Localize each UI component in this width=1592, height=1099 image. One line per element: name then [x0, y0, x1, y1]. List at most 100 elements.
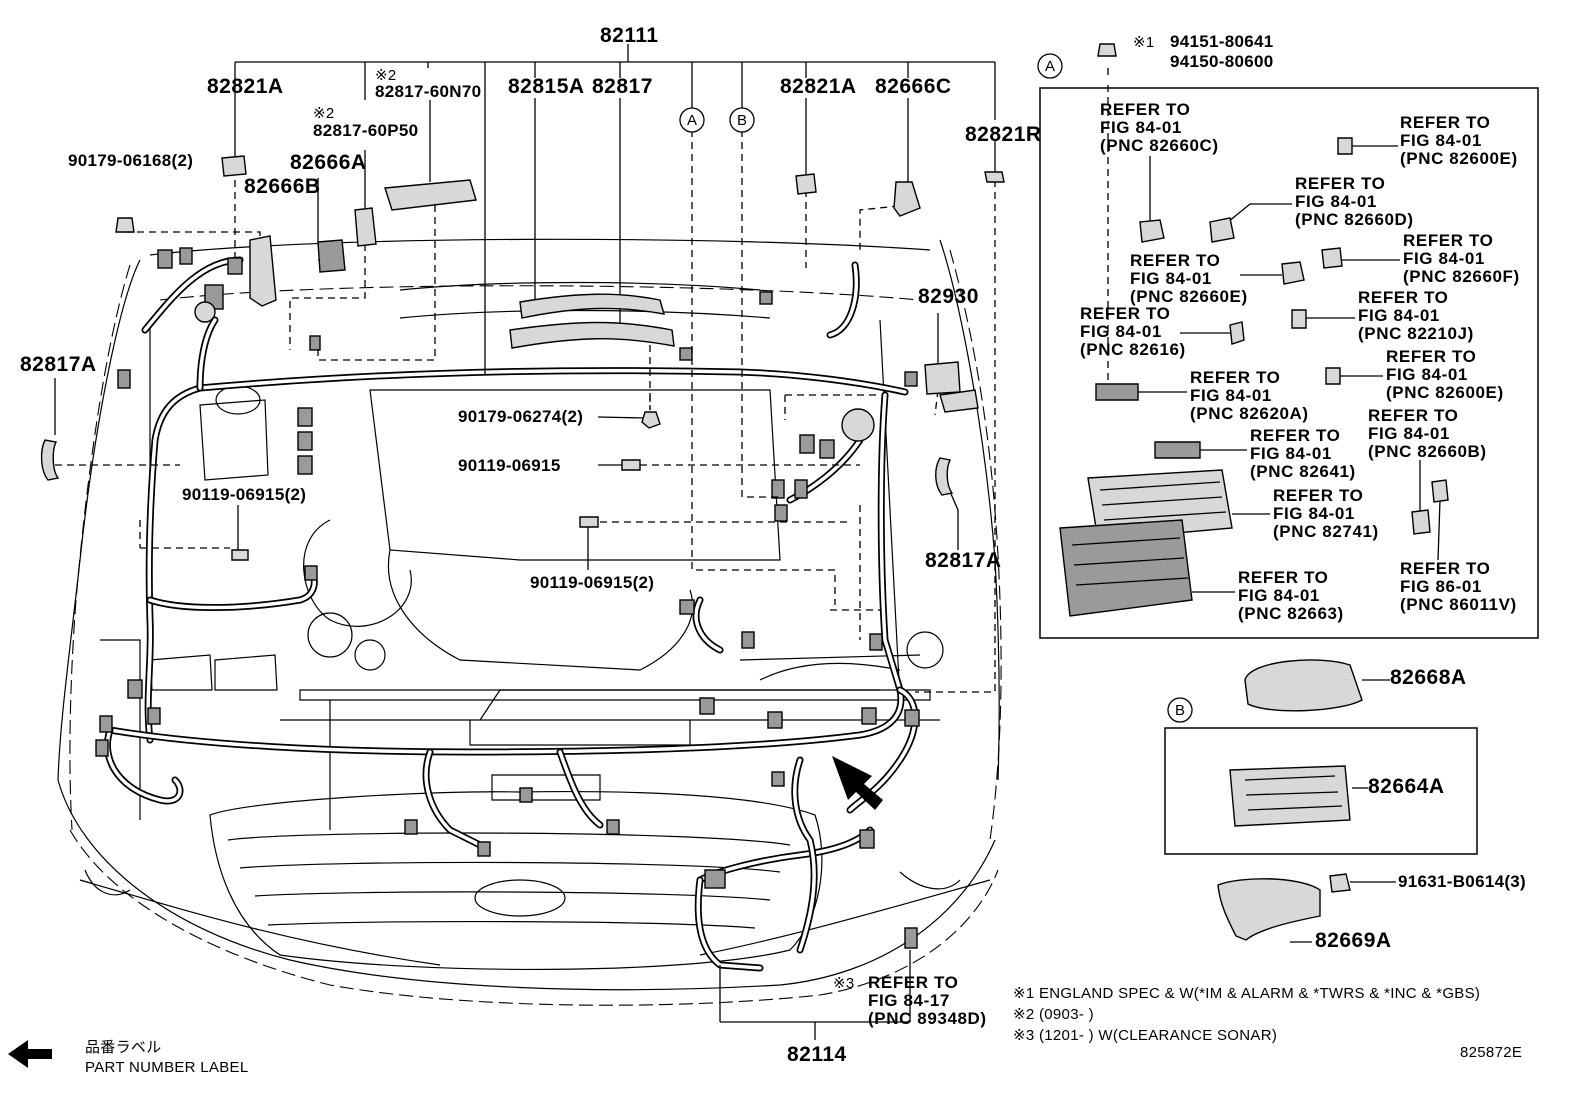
svg-text:REFER TO: REFER TO [1403, 231, 1493, 250]
svg-text:(PNC 82600E): (PNC 82600E) [1386, 383, 1504, 402]
clamp-82817a-right-shape [935, 457, 954, 496]
clamp-60p50-shape [354, 207, 377, 247]
clip-82821r-shape [984, 171, 1005, 183]
callout-note2-a: ※2 [375, 67, 397, 84]
inset-b: B 82664A [1164, 697, 1478, 855]
callout-bolt-center: 90119-06915 [458, 456, 561, 475]
inset-a-circle: A [1045, 58, 1055, 75]
svg-text:(PNC 86011V): (PNC 86011V) [1400, 595, 1517, 614]
left-arrow-icon [8, 1040, 52, 1068]
svg-text:REFER TO: REFER TO [1368, 406, 1458, 425]
svg-text:(PNC 82663): (PNC 82663) [1238, 604, 1344, 623]
inset-a: A ※1 94151-80641 94150-80600 REFER TO FI… [1037, 32, 1539, 639]
dashed-leaders [55, 68, 1109, 693]
svg-text:(PNC 82660C): (PNC 82660C) [1100, 136, 1219, 155]
svg-text:FIG 84-01: FIG 84-01 [1250, 444, 1332, 463]
callout-parts [40, 155, 1005, 561]
bolt-91631-label: 91631-B0614(3) [1398, 872, 1526, 891]
sonar-reference: ※3 REFER TO FIG 84-17 (PNC 89348D) [833, 973, 987, 1028]
view-arrow-icon [832, 756, 883, 810]
protector-82817-shape [509, 321, 675, 349]
svg-text:REFER TO: REFER TO [1273, 486, 1363, 505]
cover-82668a: 82668A [1244, 659, 1467, 712]
svg-text:FIG 84-01: FIG 84-01 [1238, 586, 1320, 605]
ref-82741: REFER TO FIG 84-01 (PNC 82741) [1087, 469, 1378, 541]
callout-82815a: 82815A [508, 75, 585, 98]
sonar-ref-l1: REFER TO [868, 973, 958, 992]
svg-text:REFER TO: REFER TO [1238, 568, 1328, 587]
ref-82616: REFER TO FIG 84-01 (PNC 82616) [1080, 304, 1245, 359]
inset-a-top-note: ※1 [1133, 34, 1155, 51]
cover-60n70-shape [384, 179, 477, 211]
svg-text:(PNC 82641): (PNC 82641) [1250, 462, 1356, 481]
svg-text:B: B [737, 112, 747, 129]
leader-lines [54, 78, 996, 1040]
protector-82815a-shape [519, 293, 665, 319]
relay-82666a-shape [317, 239, 346, 273]
inset-a-top-part1: 94151-80641 [1170, 32, 1274, 51]
svg-text:REFER TO: REFER TO [1400, 559, 1490, 578]
bolt-center-lower-shape [579, 516, 599, 528]
cover-82668a-label: 82668A [1390, 666, 1467, 689]
ground-clamp-82930-shape [939, 389, 979, 413]
sonar-ref-l3: (PNC 89348D) [868, 1009, 987, 1028]
svg-text:(PNC 82660E): (PNC 82660E) [1130, 287, 1248, 306]
inset-a-top-part2: 94150-80600 [1170, 52, 1274, 71]
callout-nut-center: 90179-06274(2) [458, 407, 583, 426]
callout-82817: 82817 [592, 75, 653, 98]
relay-82930-shape [924, 361, 961, 395]
sonar-note: ※3 [833, 975, 855, 992]
harness-routing [103, 256, 919, 972]
sonar-ref-l2: FIG 84-17 [868, 991, 950, 1010]
ref-82663: REFER TO FIG 84-01 (PNC 82663) [1059, 519, 1344, 623]
callout-main-harness: 82111 [600, 24, 659, 47]
svg-text:FIG 84-01: FIG 84-01 [1368, 424, 1450, 443]
ref-82660f: REFER TO FIG 84-01 (PNC 82660F) [1321, 231, 1520, 286]
ref-82600e-mid: REFER TO FIG 84-01 (PNC 82600E) [1325, 347, 1504, 402]
svg-text:(PNC 82620A): (PNC 82620A) [1190, 404, 1309, 423]
ref-82210j: REFER TO FIG 84-01 (PNC 82210J) [1291, 288, 1474, 343]
svg-text:REFER TO: REFER TO [1400, 113, 1490, 132]
callout-60n70: 82817-60N70 [375, 82, 481, 101]
svg-text:REFER TO: REFER TO [1358, 288, 1448, 307]
harness-connectors [95, 247, 920, 949]
svg-text:(PNC 82660B): (PNC 82660B) [1368, 442, 1487, 461]
svg-text:(PNC 82616): (PNC 82616) [1080, 340, 1186, 359]
ref-82660e: REFER TO FIG 84-01 (PNC 82660E) [1130, 251, 1305, 306]
legend-en: PART NUMBER LABEL [85, 1059, 249, 1076]
bolt-left-shape [231, 549, 249, 561]
svg-text:REFER TO: REFER TO [1386, 347, 1476, 366]
svg-text:(PNC 82210J): (PNC 82210J) [1358, 324, 1474, 343]
callout-82666b: 82666B [244, 175, 321, 198]
svg-text:A: A [687, 112, 697, 129]
clamp-82817a-left-shape [40, 439, 60, 481]
bracket-82821a-right-shape [795, 173, 817, 195]
svg-text:FIG 84-01: FIG 84-01 [1400, 131, 1482, 150]
svg-text:(PNC 82660D): (PNC 82660D) [1295, 210, 1414, 229]
callout-bracket-left-top: 82821A [207, 75, 284, 98]
callout-clamp-left: 82817A [20, 353, 97, 376]
footnote-1: ※1 ENGLAND SPEC & W(*IM & ALARM & *TWRS … [1013, 985, 1480, 1002]
svg-text:FIG 84-01: FIG 84-01 [1358, 306, 1440, 325]
svg-text:FIG 84-01: FIG 84-01 [1386, 365, 1468, 384]
svg-text:FIG 84-01: FIG 84-01 [1100, 118, 1182, 137]
svg-text:FIG 84-01: FIG 84-01 [1080, 322, 1162, 341]
clip-90179-shape [115, 217, 135, 233]
callout-engine-harness: 82114 [787, 1043, 847, 1066]
part-number-label-legend: 品番ラベル PART NUMBER LABEL [8, 1039, 249, 1076]
bracket-82669a: 82669A 91631-B0614(3) [1217, 872, 1526, 952]
footnote-3: ※3 (1201- ) W(CLEARANCE SONAR) [1013, 1027, 1277, 1044]
svg-text:FIG 84-01: FIG 84-01 [1190, 386, 1272, 405]
bracket-82821a-left-shape [221, 155, 247, 177]
svg-text:(PNC 82600E): (PNC 82600E) [1400, 149, 1518, 168]
bracket-82666b-shape [249, 235, 277, 307]
callout-82821r: 82821R [965, 123, 1042, 146]
svg-text:REFER TO: REFER TO [1080, 304, 1170, 323]
callout-82930: 82930 [918, 285, 979, 308]
footnote-2: ※2 (0903- ) [1013, 1006, 1094, 1023]
callout-clip-left-top: 90179-06168(2) [68, 151, 193, 170]
svg-text:(PNC 82660F): (PNC 82660F) [1403, 267, 1520, 286]
legend-jp: 品番ラベル [85, 1039, 162, 1056]
callout-note2-b: ※2 [313, 105, 335, 122]
